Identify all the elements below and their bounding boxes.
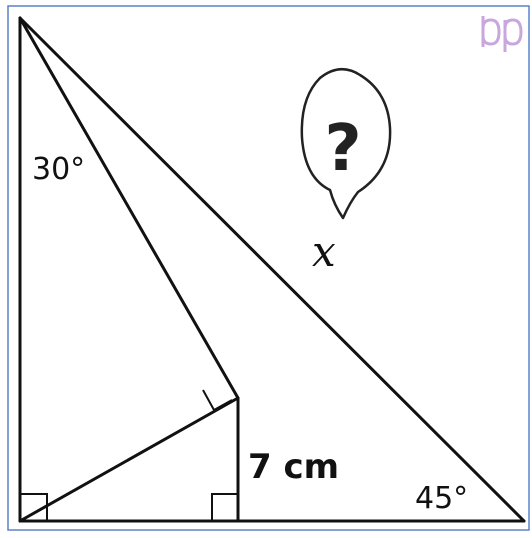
diagonal-to-corner xyxy=(18,396,240,523)
unknown-angle-label: x xyxy=(312,227,336,276)
right-angle-marker-bottom-left xyxy=(20,493,48,521)
right-angle-marker-corner xyxy=(202,389,233,412)
bp-logo-icon xyxy=(481,16,523,52)
image-frame xyxy=(7,5,530,531)
angle-label-top: 30° xyxy=(32,152,85,187)
question-thought-bubble-icon: ? xyxy=(300,68,392,220)
right-angle-marker-bottom-middle xyxy=(211,493,238,521)
inner-line-to-corner xyxy=(18,16,240,400)
angle-label-bottom-right: 45° xyxy=(415,481,468,516)
hypotenuse-line xyxy=(18,16,526,523)
question-mark: ? xyxy=(324,112,361,186)
height-label: 7 cm xyxy=(248,447,339,487)
